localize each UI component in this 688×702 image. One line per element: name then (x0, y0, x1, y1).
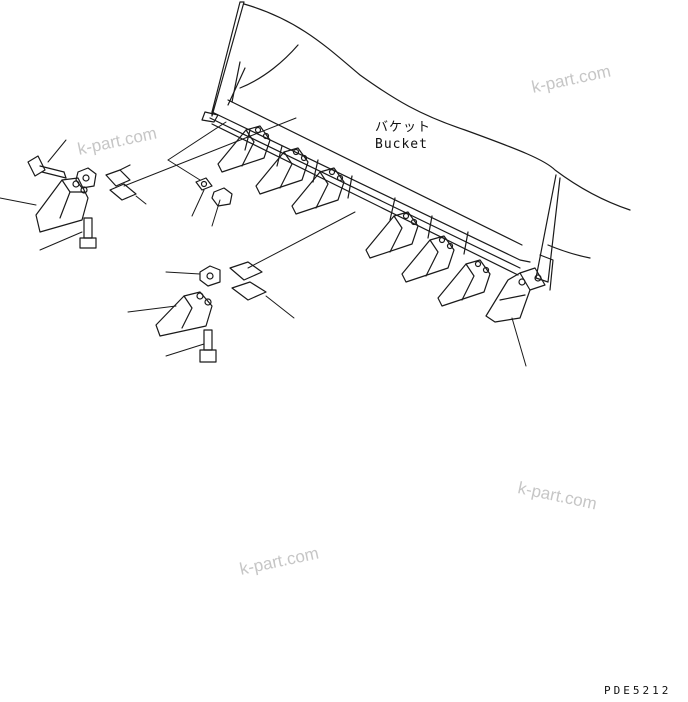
bucket-label-en: Bucket (375, 137, 428, 152)
exploded-nut-center-2 (199, 265, 221, 287)
mounted-tooth (437, 259, 491, 307)
exploded-shims-left (105, 164, 137, 201)
bucket-outline (201, 1, 631, 291)
mounted-tooth (217, 125, 271, 173)
base-edge (209, 117, 521, 276)
exploded-bolt-left-top (27, 155, 67, 179)
mounted-tooth (291, 167, 345, 215)
exploded-nut-center (211, 187, 233, 207)
exploded-nut-left (75, 167, 97, 189)
mounted-tooth (401, 235, 455, 283)
exploded-bolt-left-bottom (79, 217, 97, 249)
exploded-tooth-center (155, 291, 213, 337)
drawing-code: PDE5212 (604, 684, 672, 697)
bucket-label-jp: バケット (375, 120, 432, 135)
exploded-tooth-left (35, 177, 89, 233)
mounted-tooth (255, 147, 309, 195)
mounted-teeth-group (217, 125, 491, 307)
leader-lines (0, 117, 527, 367)
corner-adapter (485, 267, 546, 323)
exploded-shims-center (229, 261, 267, 301)
exploded-bolt-center (199, 329, 217, 363)
exploded-washer-center (195, 177, 213, 191)
mounted-tooth (365, 211, 419, 259)
